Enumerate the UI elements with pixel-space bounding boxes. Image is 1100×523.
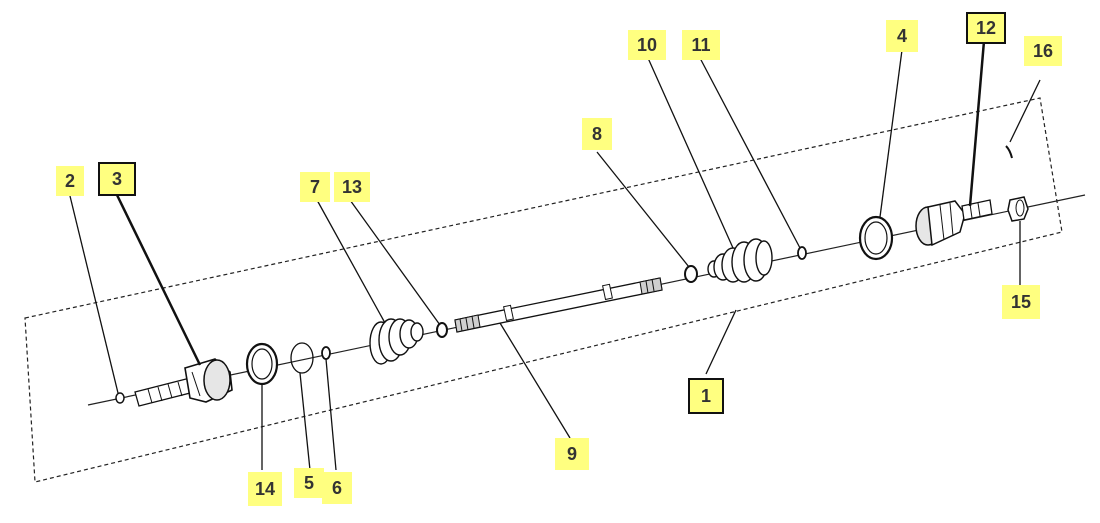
leader-8 — [596, 151, 690, 268]
part-5-clip — [290, 342, 314, 374]
part-13-ring — [436, 322, 448, 338]
leader-5 — [299, 372, 311, 471]
leader-3 — [115, 194, 202, 366]
callout-5: 5 — [294, 468, 324, 498]
part-4-ring — [858, 215, 894, 261]
leader-4 — [879, 49, 903, 218]
callout-9: 9 — [555, 438, 589, 470]
part-8-ring — [684, 265, 698, 283]
callout-14: 14 — [248, 472, 282, 506]
leader-13 — [349, 199, 441, 326]
part-6-ring — [321, 346, 331, 360]
part-11-ring — [797, 246, 807, 260]
callout-7: 7 — [300, 172, 330, 202]
leader-2 — [69, 195, 119, 394]
leader-12 — [968, 40, 986, 207]
leader-11 — [699, 57, 801, 249]
callout-8: 8 — [582, 118, 612, 150]
part-10-boot — [707, 238, 773, 283]
callout-10: 10 — [628, 30, 666, 60]
assembly-boundary — [24, 97, 1063, 483]
part-2-ring — [115, 392, 125, 404]
part-16-pin — [1005, 145, 1013, 159]
part-15-nut — [1007, 196, 1029, 222]
leader-10 — [647, 57, 734, 249]
part-7-boot — [369, 318, 424, 365]
leader-1 — [705, 309, 737, 375]
callout-15: 15 — [1002, 285, 1040, 319]
leader-16 — [1009, 79, 1041, 143]
callout-3: 3 — [98, 162, 136, 196]
callout-16: 16 — [1024, 36, 1062, 66]
callout-2: 2 — [56, 166, 84, 196]
part-14-ring — [245, 342, 279, 386]
leader-7 — [316, 199, 386, 324]
callout-6: 6 — [322, 472, 352, 504]
part-3-cv-joint — [134, 358, 233, 407]
part-9-shaft — [454, 277, 663, 333]
callout-1: 1 — [688, 378, 724, 414]
leader-6 — [325, 358, 337, 471]
callout-12: 12 — [966, 12, 1006, 44]
leader-lines — [69, 40, 1041, 471]
part-12-cv-joint — [915, 199, 993, 247]
callout-4: 4 — [886, 20, 918, 52]
leader-9 — [499, 322, 571, 439]
callout-13: 13 — [334, 172, 370, 202]
callout-11: 11 — [682, 30, 720, 60]
